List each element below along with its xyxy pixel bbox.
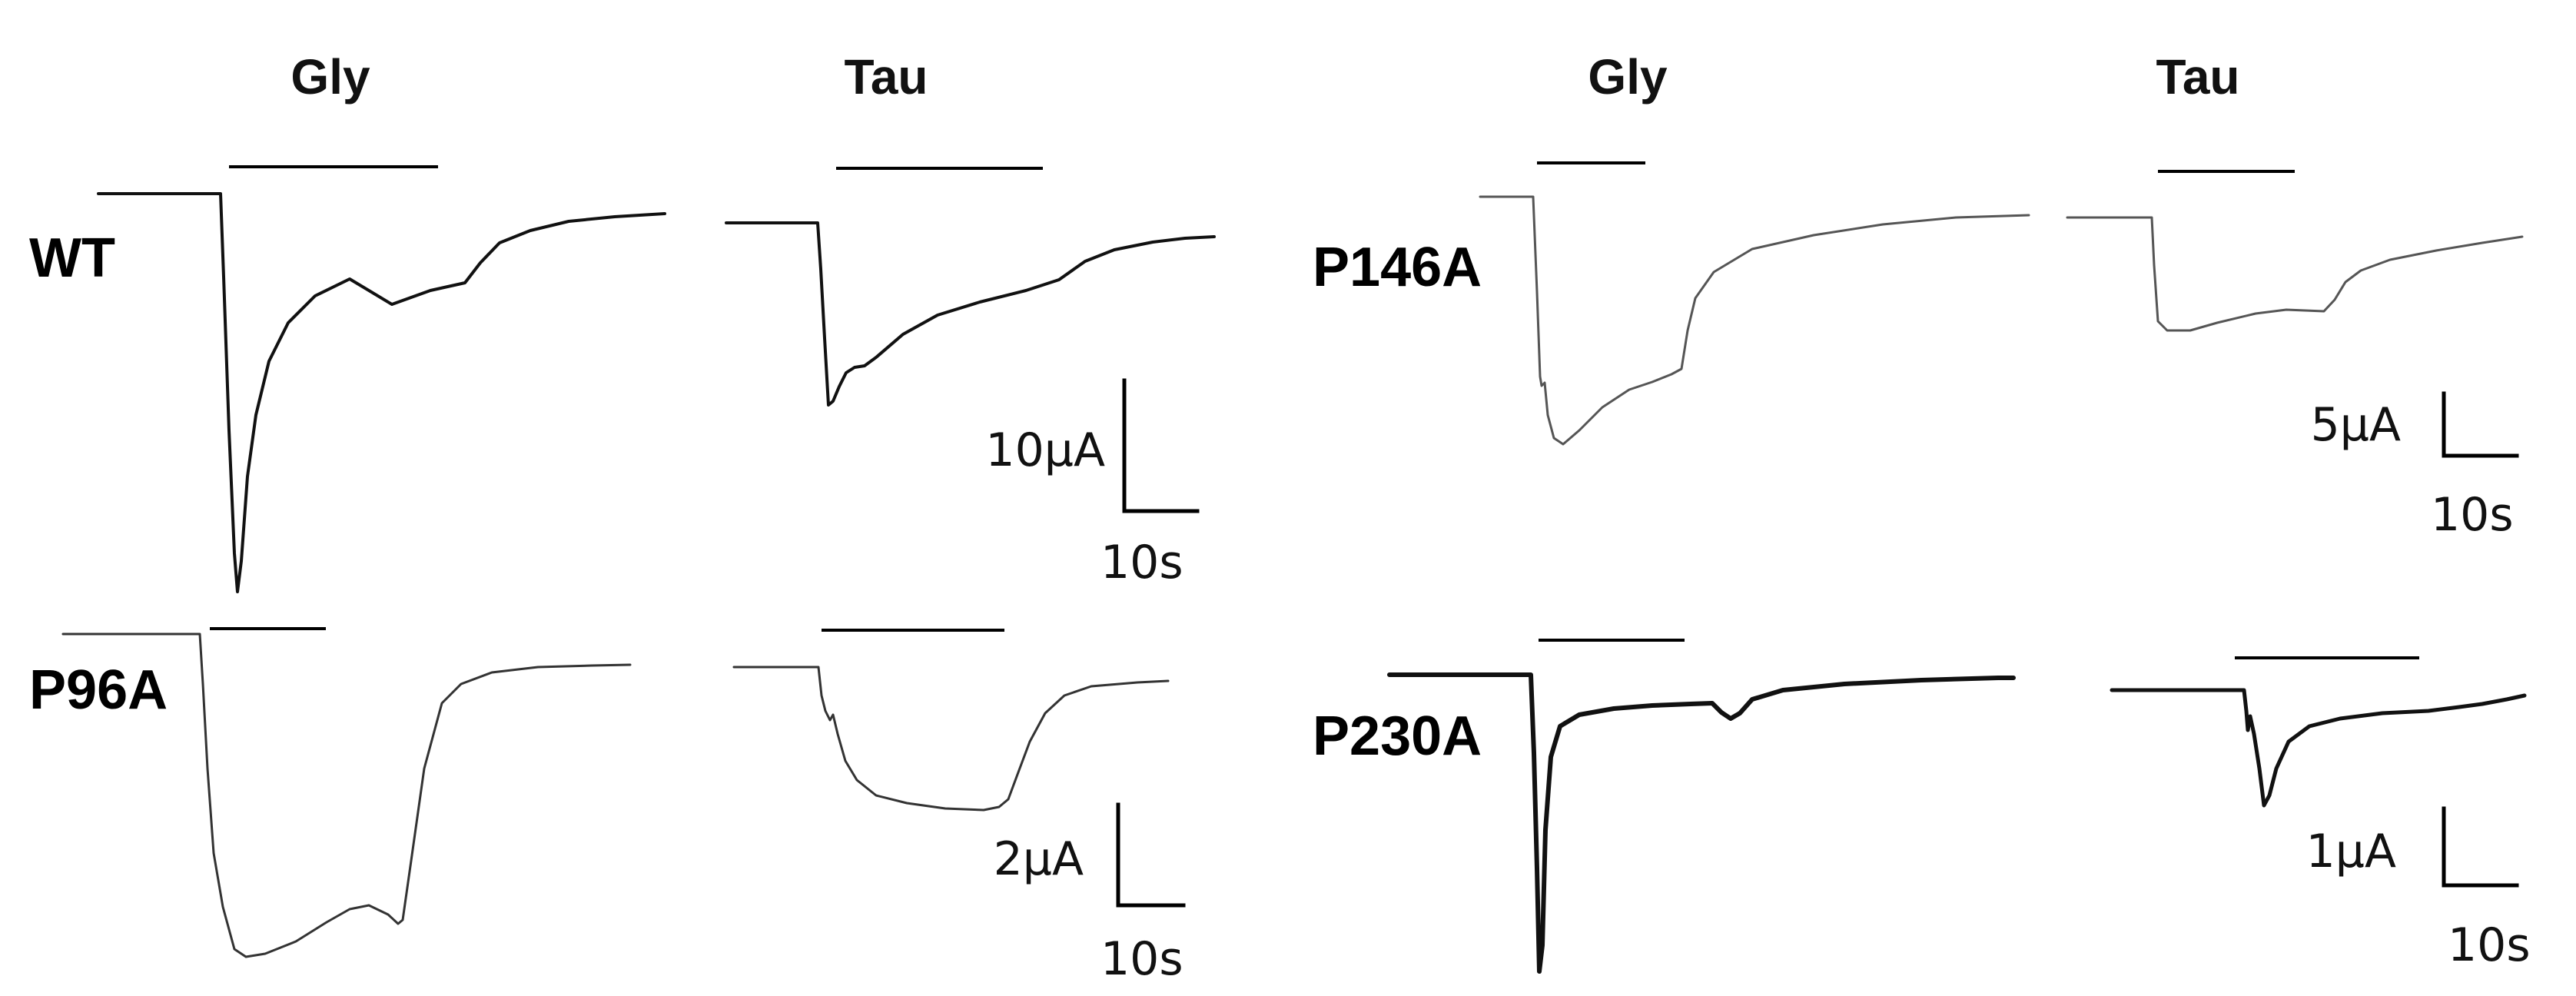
column-label-right-tau: Tau (2156, 49, 2239, 105)
scale-bar-p96a (1116, 802, 1186, 908)
scale-bar-wt (1122, 378, 1200, 513)
column-label-left-gly: Gly (290, 49, 370, 105)
current-trace-p146a-gly (1479, 195, 2030, 446)
scale-bar-p146a (2442, 391, 2519, 458)
row-label-p146a: P146A (1313, 237, 1482, 298)
column-label-left-tau: Tau (844, 49, 928, 105)
scale-current-label-p96a: 2μA (994, 832, 1084, 886)
scale-time-label-wt: 10s (1100, 536, 1183, 589)
scale-time-label-p96a: 10s (1100, 932, 1183, 986)
current-trace-p96a-gly (61, 632, 632, 958)
scale-current-label-wt: 10μA (985, 423, 1105, 477)
current-trace-p230a-gly (1387, 672, 2016, 974)
current-trace-wt-gly (97, 192, 666, 593)
row-label-p230a: P230A (1313, 706, 1482, 767)
scale-time-label-p146a: 10s (2431, 488, 2514, 542)
current-trace-p96a-tau (732, 666, 1170, 812)
column-label-right-gly: Gly (1588, 49, 1668, 105)
row-label-wt: WT (29, 227, 115, 289)
scale-current-label-p230a: 1μA (2306, 825, 2396, 878)
scale-current-label-p146a: 5μA (2311, 398, 2401, 452)
current-trace-p146a-tau (2066, 216, 2524, 332)
row-label-p96a: P96A (29, 659, 168, 721)
scale-time-label-p230a: 10s (2448, 918, 2531, 972)
current-trace-wt-tau (725, 221, 1216, 407)
scale-bar-p230a (2442, 806, 2519, 888)
current-trace-p230a-tau (2110, 688, 2527, 808)
